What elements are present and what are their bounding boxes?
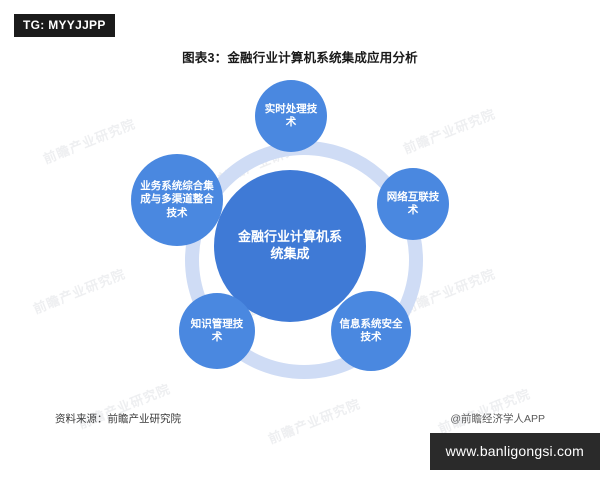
node-network-interconnection: 网络互联技术 xyxy=(377,168,449,240)
node-label: 信息系统安全技术 xyxy=(339,317,403,343)
node-label: 业务系统综合集成与多渠道整合技术 xyxy=(140,179,214,219)
source-note: 资料来源：前瞻产业研究院 xyxy=(55,413,181,425)
node-real-time-processing: 实时处理技术 xyxy=(255,80,327,152)
watermark-text: 前瞻产业研究院 xyxy=(31,266,128,317)
node-label: 网络互联技术 xyxy=(386,190,440,216)
node-knowledge-management: 知识管理技术 xyxy=(179,293,255,369)
chart-title: 图表3：金融行业计算机系统集成应用分析 xyxy=(182,51,418,65)
node-information-security: 信息系统安全技术 xyxy=(331,291,411,371)
center-node: 金融行业计算机系统集成 xyxy=(214,170,366,322)
node-label: 知识管理技术 xyxy=(190,317,244,343)
tg-tag-badge: TG: MYYJJPP xyxy=(14,14,115,37)
site-url-badge: www.banligongsi.com xyxy=(429,433,600,470)
center-node-label: 金融行业计算机系统集成 xyxy=(237,229,342,261)
node-business-system-integration: 业务系统综合集成与多渠道整合技术 xyxy=(131,154,223,246)
diagram-canvas: 金融行业计算机系统集成 实时处理技术 网络互联技术 业务系统综合集成与多渠道整合… xyxy=(115,78,485,408)
app-attribution-note: @前瞻经济学人APP xyxy=(450,413,545,425)
node-label: 实时处理技术 xyxy=(264,102,318,128)
